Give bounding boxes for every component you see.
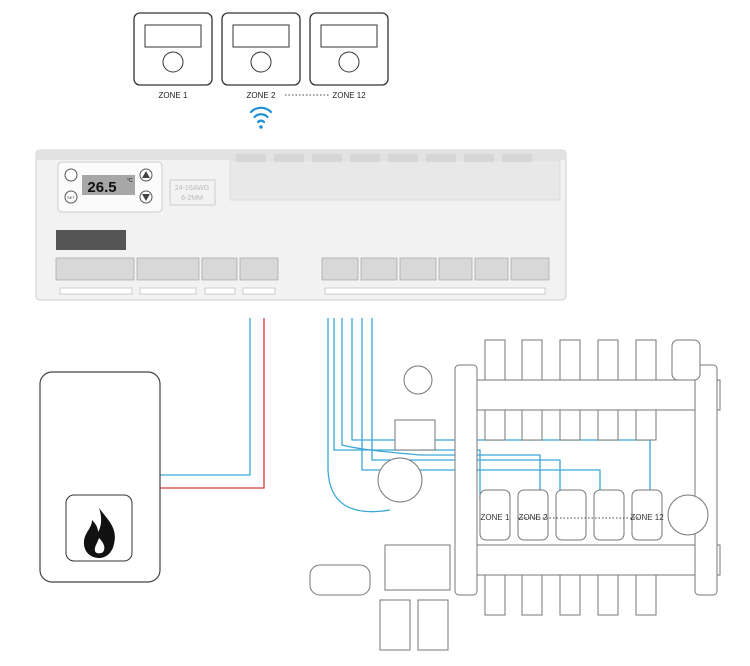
thermostat-zone-1: ZONE 1 [133, 12, 213, 100]
thermostat-zone-12: ZONE 12 [309, 12, 389, 100]
thermostat-label: ZONE 2 [247, 91, 276, 100]
wire-spec-1: 24-16AWG [175, 185, 209, 192]
wire-spec-2: 6-2MM [181, 195, 203, 202]
actuator-label: ZONE 12 [630, 513, 664, 522]
arrow-down-icon[interactable] [139, 190, 153, 204]
actuator-label: ZONE 1 [481, 513, 510, 522]
boiler [39, 371, 161, 583]
menu-grid-icon[interactable] [64, 168, 78, 182]
flame-icon [83, 508, 115, 558]
wifi-icon [249, 106, 273, 129]
set-label: SET [67, 195, 75, 200]
manifold [309, 339, 721, 651]
controller-display-value: 26.5 [87, 179, 116, 196]
actuator-label: ZONE 2 [519, 513, 548, 522]
arrow-up-icon[interactable] [139, 168, 153, 182]
set-button[interactable] [64, 190, 78, 204]
thermostat-label: ZONE 12 [332, 91, 366, 100]
thermostat-zone-2: ZONE 2 [221, 12, 301, 100]
thermostat-label: ZONE 1 [159, 91, 188, 100]
controller-unit: 26.5 °C SET 24-16AWG 6-2MM [35, 149, 567, 301]
controller-display-unit: °C [127, 178, 133, 184]
terminal-blocks [55, 257, 550, 281]
